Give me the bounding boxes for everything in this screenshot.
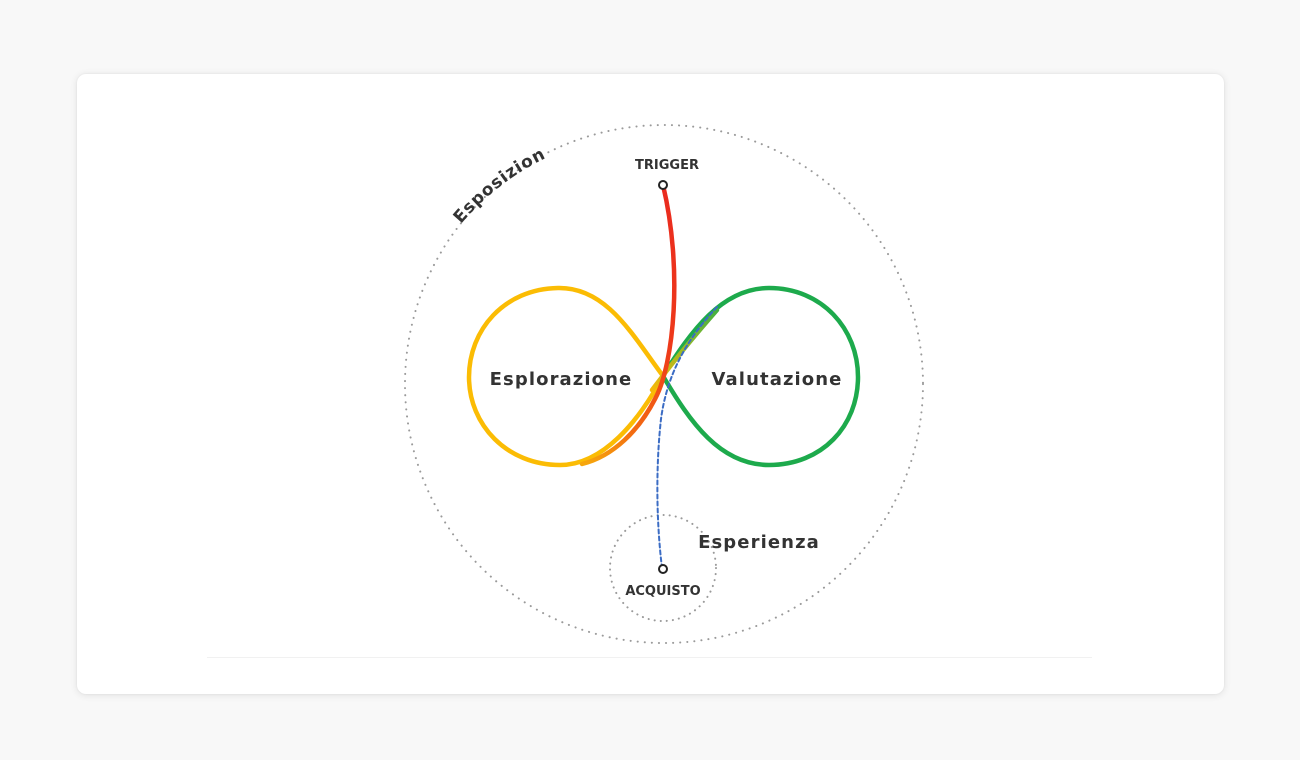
- evaluation-label: Valutazione: [712, 369, 843, 390]
- trigger-label: TRIGGER: [635, 158, 699, 173]
- card-divider: [207, 657, 1092, 658]
- trigger-path: [579, 182, 677, 467]
- purchase-label: ACQUISTO: [625, 584, 700, 599]
- experience-circle: [609, 514, 717, 622]
- messy-middle-diagram: Esposizione TRIGGER Esplorazione Valutaz…: [77, 74, 924, 644]
- crossing-segment: [649, 307, 720, 393]
- purchase-path: [656, 306, 718, 569]
- exploration-label: Esplorazione: [490, 369, 633, 390]
- exposure-circle: [404, 124, 924, 644]
- experience-label: Esperienza: [698, 532, 820, 553]
- evaluation-loop: [660, 285, 861, 468]
- exposure-label: Esposizione: [77, 74, 549, 227]
- diagram-card: Esposizione TRIGGER Esplorazione Valutaz…: [77, 74, 1224, 694]
- exploration-loop: [466, 285, 666, 468]
- trigger-node: [658, 180, 668, 190]
- purchase-node: [658, 564, 668, 574]
